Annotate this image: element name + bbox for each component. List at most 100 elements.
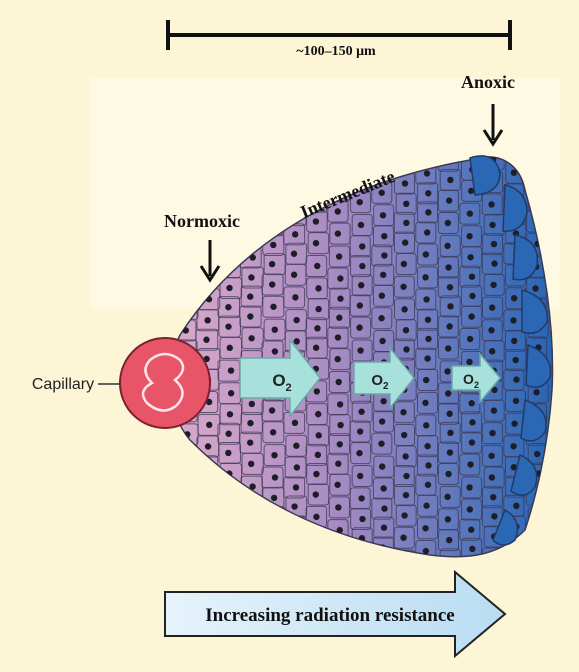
cell-nucleus bbox=[379, 292, 385, 298]
cell-nucleus bbox=[357, 302, 363, 308]
cell-nucleus bbox=[445, 264, 451, 270]
cell-nucleus bbox=[313, 345, 319, 351]
scale-bar-label: ~100–150 μm bbox=[296, 44, 376, 59]
tissue-cell bbox=[286, 561, 307, 582]
cell-nucleus bbox=[468, 400, 474, 406]
cell-nucleus bbox=[424, 170, 430, 176]
cell-nucleus bbox=[291, 523, 297, 529]
cell-nucleus bbox=[445, 390, 451, 396]
cell-nucleus bbox=[422, 274, 428, 280]
cell-nucleus bbox=[425, 482, 431, 488]
resistance-arrow: Increasing radiation resistance bbox=[165, 572, 505, 656]
cell-nucleus bbox=[227, 411, 233, 417]
cell-nucleus bbox=[489, 578, 495, 584]
tissue-cell bbox=[329, 560, 349, 581]
cell-nucleus bbox=[356, 450, 362, 456]
tissue-cell bbox=[330, 541, 350, 562]
cell-nucleus bbox=[403, 201, 409, 207]
cell-nucleus bbox=[358, 282, 364, 288]
cell-nucleus bbox=[447, 449, 453, 455]
cell-nucleus bbox=[512, 610, 518, 616]
cell-nucleus bbox=[270, 242, 276, 248]
cell-nucleus bbox=[511, 569, 517, 575]
cell-nucleus bbox=[249, 401, 255, 407]
cell-nucleus bbox=[315, 578, 321, 584]
cell-nucleus bbox=[292, 420, 298, 426]
cell-nucleus bbox=[271, 577, 277, 583]
cell-nucleus bbox=[204, 317, 210, 323]
cell-nucleus bbox=[401, 557, 407, 563]
cell-nucleus bbox=[469, 273, 475, 279]
cell-nucleus bbox=[337, 295, 343, 301]
cell-nucleus bbox=[269, 514, 275, 520]
cell-nucleus bbox=[356, 576, 362, 582]
cell-nucleus bbox=[293, 484, 299, 490]
cell-nucleus bbox=[358, 409, 364, 415]
tissue-cell bbox=[174, 446, 196, 467]
tissue-cell bbox=[264, 570, 285, 591]
tissue-cell bbox=[285, 516, 306, 537]
cell-nucleus bbox=[424, 569, 430, 575]
cell-nucleus bbox=[225, 450, 231, 456]
cell-nucleus bbox=[403, 220, 409, 226]
tissue-cell bbox=[176, 549, 198, 570]
cell-nucleus bbox=[357, 347, 363, 353]
cell-nucleus bbox=[512, 546, 518, 552]
cell-nucleus bbox=[315, 537, 321, 543]
cell-nucleus bbox=[293, 317, 299, 323]
cell-nucleus bbox=[247, 313, 253, 319]
cell-nucleus bbox=[337, 275, 343, 281]
anoxic-label: Anoxic bbox=[461, 72, 515, 92]
cell-nucleus bbox=[358, 222, 364, 228]
cell-nucleus bbox=[512, 357, 518, 363]
cell-nucleus bbox=[315, 306, 321, 312]
cell-nucleus bbox=[490, 494, 496, 500]
cell-nucleus bbox=[248, 461, 254, 467]
cell-nucleus bbox=[447, 284, 453, 290]
cell-nucleus bbox=[356, 324, 362, 330]
cell-nucleus bbox=[401, 306, 407, 312]
cell-nucleus bbox=[401, 512, 407, 518]
cell-nucleus bbox=[203, 337, 209, 343]
cell-nucleus bbox=[358, 495, 364, 501]
cell-nucleus bbox=[204, 463, 210, 469]
cell-nucleus bbox=[489, 348, 495, 354]
tissue-cell bbox=[218, 550, 240, 571]
cell-nucleus bbox=[335, 504, 341, 510]
resistance-arrow-label: Increasing radiation resistance bbox=[205, 605, 454, 626]
tissue-cell bbox=[263, 547, 284, 568]
cell-nucleus bbox=[469, 546, 475, 552]
cell-nucleus bbox=[335, 230, 341, 236]
cell-nucleus bbox=[205, 443, 211, 449]
cell-nucleus bbox=[467, 210, 473, 216]
cell-nucleus bbox=[422, 525, 428, 531]
cell-nucleus bbox=[491, 260, 497, 266]
tissue-cell bbox=[284, 538, 305, 559]
tissue-cell bbox=[307, 529, 328, 550]
cell-nucleus bbox=[359, 243, 365, 249]
cell-nucleus bbox=[379, 463, 385, 469]
cell-nucleus bbox=[444, 494, 450, 500]
cell-nucleus bbox=[269, 407, 275, 413]
cell-nucleus bbox=[247, 293, 253, 299]
cell-nucleus bbox=[403, 473, 409, 479]
cell-nucleus bbox=[315, 452, 321, 458]
cell-nucleus bbox=[248, 274, 254, 280]
cell-nucleus bbox=[292, 294, 298, 300]
cell-nucleus bbox=[532, 285, 538, 291]
cell-nucleus bbox=[203, 482, 209, 488]
cell-nucleus bbox=[400, 409, 406, 415]
cell-nucleus bbox=[248, 335, 254, 341]
cell-nucleus bbox=[491, 407, 497, 413]
cell-nucleus bbox=[291, 251, 297, 257]
cell-nucleus bbox=[336, 315, 342, 321]
tissue-cell bbox=[218, 486, 240, 507]
cell-nucleus bbox=[205, 569, 211, 575]
cell-nucleus bbox=[381, 524, 387, 530]
tissue-cell bbox=[506, 603, 526, 624]
cell-nucleus bbox=[534, 515, 540, 521]
tissue-cell bbox=[372, 559, 392, 580]
cell-nucleus bbox=[467, 506, 473, 512]
cell-nucleus bbox=[357, 428, 363, 434]
cell-nucleus bbox=[488, 327, 494, 333]
